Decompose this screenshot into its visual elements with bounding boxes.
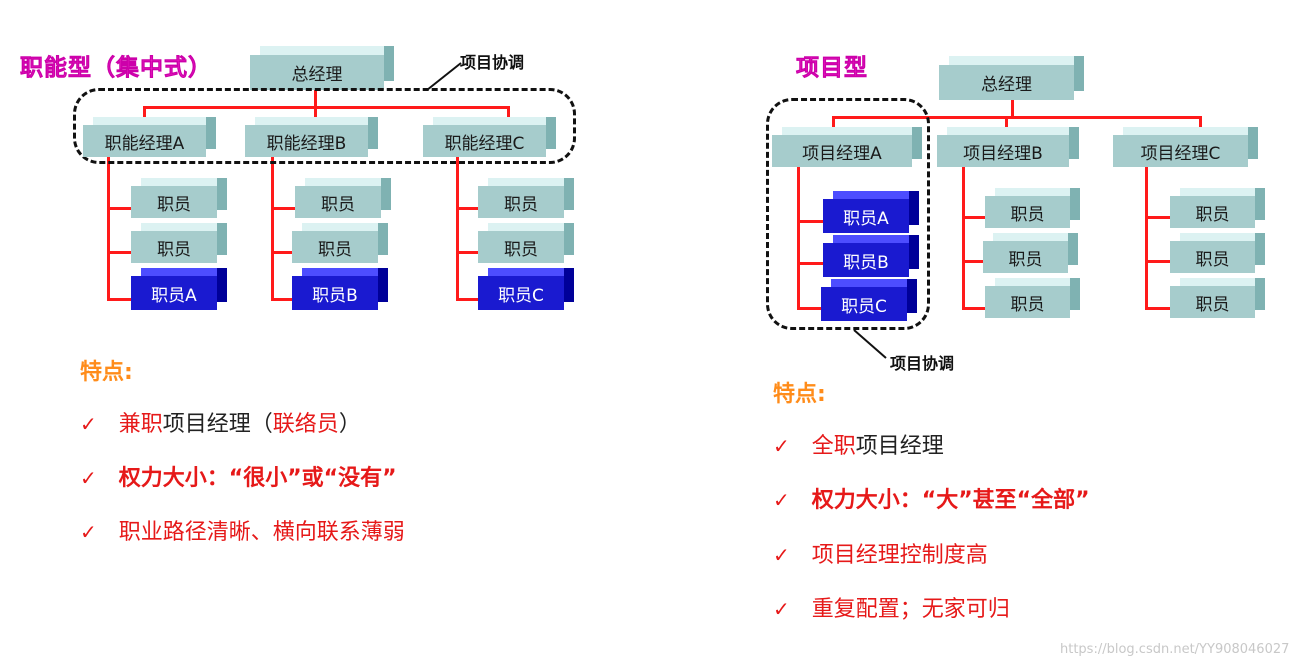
- coordination-pointer: [853, 329, 887, 359]
- check-icon: ✓: [773, 434, 790, 458]
- connector: [797, 262, 823, 265]
- general-manager-box: 总经理: [250, 46, 394, 90]
- connector: [797, 166, 800, 310]
- staff-box: 职员: [1170, 278, 1265, 318]
- connector: [143, 106, 146, 126]
- connector: [1199, 116, 1202, 136]
- connector: [107, 155, 110, 301]
- connector: [962, 260, 986, 263]
- connector: [1145, 216, 1170, 219]
- feature-item: ✓项目经理控制度高: [773, 543, 988, 568]
- check-icon: ✓: [773, 488, 790, 512]
- watermark: https://blog.csdn.net/YY908046027: [1060, 642, 1290, 657]
- staff-box: 职员: [292, 223, 388, 263]
- connector: [962, 216, 986, 219]
- manager-box: 职能经理B: [245, 117, 378, 157]
- connector: [271, 207, 295, 210]
- staff-box: 职员: [131, 223, 227, 263]
- staff-box: 职员: [985, 278, 1080, 318]
- connector: [507, 106, 510, 126]
- connector: [143, 106, 510, 109]
- staff-box: 职员: [985, 188, 1080, 228]
- features-title: 特点:: [80, 360, 133, 385]
- connector: [271, 298, 295, 301]
- manager-box: 项目经理A: [772, 127, 922, 167]
- staff-box-highlight: 职员B: [823, 235, 919, 277]
- connector: [271, 251, 295, 254]
- staff-box: 职员: [131, 178, 227, 218]
- feature-item: ✓重复配置；无家可归: [773, 597, 1010, 622]
- check-icon: ✓: [773, 543, 790, 567]
- functional-title: 职能型（集中式）: [20, 55, 212, 82]
- connector: [314, 90, 317, 107]
- staff-box-highlight: 职员C: [821, 279, 917, 321]
- staff-box: 职员: [478, 223, 574, 263]
- connector: [962, 166, 965, 310]
- connector: [1005, 116, 1008, 136]
- connector: [1145, 307, 1170, 310]
- check-icon: ✓: [80, 466, 97, 490]
- connector: [456, 298, 480, 301]
- staff-box-highlight: 职员C: [478, 268, 574, 310]
- coordination-pointer: [426, 62, 462, 91]
- staff-box: 职员: [1170, 188, 1265, 228]
- connector: [1011, 100, 1014, 117]
- connector: [1145, 260, 1170, 263]
- manager-box: 项目经理C: [1113, 127, 1258, 167]
- connector: [271, 155, 274, 301]
- coordination-frame: [73, 88, 576, 164]
- general-manager-box: 总经理: [939, 56, 1084, 100]
- connector: [456, 207, 480, 210]
- staff-box: 职员: [1170, 233, 1265, 273]
- coordination-label: 项目协调: [890, 354, 955, 373]
- manager-box: 项目经理B: [937, 127, 1079, 167]
- connector: [832, 116, 835, 136]
- feature-item: ✓兼职项目经理（联络员）: [80, 412, 361, 437]
- connector: [797, 220, 823, 223]
- projectized-title: 项目型: [796, 55, 868, 82]
- connector: [107, 251, 131, 254]
- feature-item: ✓权力大小：“很小”或“没有”: [80, 466, 397, 491]
- staff-box-highlight: 职员A: [823, 191, 919, 233]
- feature-item: ✓职业路径清晰、横向联系薄弱: [80, 520, 405, 545]
- connector: [456, 155, 459, 301]
- features-title: 特点:: [773, 382, 826, 407]
- check-icon: ✓: [80, 520, 97, 544]
- feature-item: ✓全职项目经理: [773, 434, 944, 459]
- connector: [107, 298, 131, 301]
- staff-box-highlight: 职员A: [131, 268, 227, 310]
- connector: [1145, 166, 1148, 310]
- manager-box: 职能经理C: [423, 117, 556, 157]
- coordination-frame: [766, 98, 930, 330]
- staff-box: 职员: [478, 178, 574, 218]
- connector: [832, 116, 1202, 119]
- manager-box: 职能经理A: [83, 117, 216, 157]
- coordination-label: 项目协调: [460, 53, 525, 72]
- feature-item: ✓权力大小：“大”甚至“全部”: [773, 488, 1090, 513]
- connector: [107, 207, 131, 210]
- staff-box-highlight: 职员B: [292, 268, 388, 310]
- connector: [314, 106, 317, 126]
- staff-box: 职员: [983, 233, 1078, 273]
- connector: [456, 251, 480, 254]
- check-icon: ✓: [80, 412, 97, 436]
- staff-box: 职员: [295, 178, 391, 218]
- connector: [962, 307, 986, 310]
- check-icon: ✓: [773, 597, 790, 621]
- connector: [797, 307, 823, 310]
